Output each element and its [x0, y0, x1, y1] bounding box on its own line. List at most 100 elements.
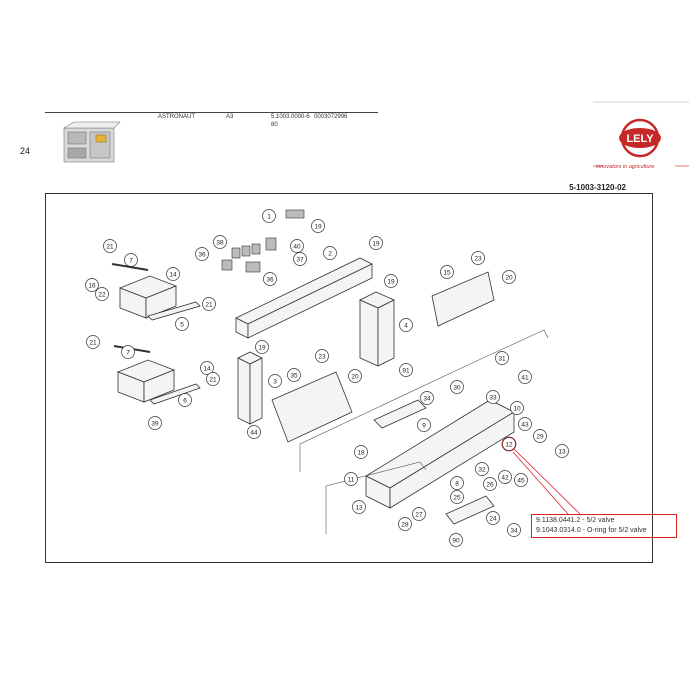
part-balloon-34: 34 — [507, 523, 521, 537]
svg-text:5: 5 — [180, 322, 184, 329]
svg-text:21: 21 — [106, 244, 114, 251]
svg-text:22: 22 — [98, 292, 106, 299]
svg-text:19: 19 — [314, 224, 322, 231]
part-balloon-14: 14 — [166, 267, 180, 281]
svg-text:30: 30 — [453, 385, 461, 392]
part-balloon-8: 8 — [450, 476, 464, 490]
part-balloon-19: 19 — [369, 236, 383, 250]
svg-text:35: 35 — [290, 373, 298, 380]
part-balloon-39: 39 — [148, 416, 162, 430]
machine-thumbnail — [62, 121, 121, 163]
part-balloon-34: 34 — [420, 391, 434, 405]
part-balloon-19: 19 — [255, 340, 269, 354]
svg-text:16: 16 — [88, 283, 96, 290]
part-balloon-23: 23 — [471, 251, 485, 265]
part-balloon-29: 29 — [533, 429, 547, 443]
part-balloon-13: 13 — [555, 444, 569, 458]
part-balloon-21: 21 — [86, 335, 100, 349]
part-balloon-90: 90 — [449, 533, 463, 547]
part-balloon-30: 30 — [450, 380, 464, 394]
svg-text:40: 40 — [293, 244, 301, 251]
svg-text:21: 21 — [89, 340, 97, 347]
part-balloon-91: 91 — [399, 363, 413, 377]
part-balloon-18: 18 — [354, 445, 368, 459]
part-balloon-1: 1 — [262, 209, 276, 223]
header-part-number: 5.1003.0000-6 — [271, 114, 310, 120]
part-balloon-28: 28 — [398, 517, 412, 531]
header-sub: 80 — [271, 122, 278, 128]
drawing-frame — [45, 193, 653, 563]
svg-text:34: 34 — [510, 528, 518, 535]
part-balloon-7: 7 — [124, 253, 138, 267]
svg-text:14: 14 — [169, 272, 177, 279]
part-balloon-40: 40 — [290, 239, 304, 253]
svg-text:13: 13 — [558, 449, 566, 456]
svg-text:39: 39 — [151, 421, 159, 428]
svg-text:19: 19 — [258, 345, 266, 352]
part-balloon-19: 19 — [311, 219, 325, 233]
svg-text:21: 21 — [205, 302, 213, 309]
part-balloon-4: 4 — [399, 318, 413, 332]
part-balloon-44: 44 — [247, 425, 261, 439]
svg-text:25: 25 — [453, 495, 461, 502]
part-balloon-7: 7 — [121, 345, 135, 359]
svg-text:42: 42 — [501, 475, 509, 482]
svg-text:41: 41 — [521, 375, 529, 382]
part-balloon-43: 43 — [518, 417, 532, 431]
part-balloon-38: 38 — [213, 235, 227, 249]
svg-text:20: 20 — [505, 275, 513, 282]
part-balloon-24: 24 — [486, 511, 500, 525]
svg-text:19: 19 — [372, 241, 380, 248]
part-balloon-36: 36 — [263, 272, 277, 286]
svg-text:19: 19 — [387, 279, 395, 286]
part-balloon-16: 16 — [85, 278, 99, 292]
callout-oring-line: 9.1043.0314.0 - O-ring for 5/2 valve — [536, 527, 647, 534]
logo-tagline: innovators in agriculture — [596, 164, 655, 170]
part-balloon-21: 21 — [202, 297, 216, 311]
header-format: A3 — [226, 114, 234, 120]
part-balloon-5: 5 — [175, 317, 189, 331]
part-balloon-20: 20 — [502, 270, 516, 284]
valve-callout-box: 9.1138.0441.2 - 5/2 valve 9.1043.0314.0 … — [531, 514, 677, 538]
part-balloon-2: 2 — [323, 246, 337, 260]
header-rule — [45, 112, 378, 113]
svg-text:36: 36 — [198, 252, 206, 259]
svg-text:24: 24 — [489, 516, 497, 523]
svg-text:14: 14 — [203, 366, 211, 373]
svg-text:20: 20 — [351, 374, 359, 381]
svg-text:3: 3 — [273, 379, 277, 386]
logo-text: LELY — [626, 133, 654, 145]
svg-text:13: 13 — [355, 505, 363, 512]
part-balloon-21: 21 — [103, 239, 117, 253]
document-reference: 5-1003-3120-02 — [569, 183, 626, 192]
svg-text:90: 90 — [452, 538, 460, 545]
part-balloon-23: 23 — [315, 349, 329, 363]
svg-text:23: 23 — [474, 256, 482, 263]
part-balloon-25: 25 — [450, 490, 464, 504]
callout-valve-line: 9.1138.0441.2 - 5/2 valve — [536, 517, 615, 524]
part-balloon-41: 41 — [518, 370, 532, 384]
part-balloon-27: 27 — [412, 507, 426, 521]
svg-text:7: 7 — [126, 350, 130, 357]
svg-text:11: 11 — [348, 477, 355, 484]
svg-text:12: 12 — [505, 442, 513, 449]
svg-text:44: 44 — [250, 430, 258, 437]
header-model: ASTRONAUT — [158, 114, 196, 120]
part-balloon-14: 14 — [200, 361, 214, 375]
svg-text:36: 36 — [266, 277, 274, 284]
part-balloon-12: 12 — [502, 437, 516, 451]
svg-text:33: 33 — [489, 395, 497, 402]
svg-text:45: 45 — [517, 478, 525, 485]
part-balloon-19: 19 — [384, 274, 398, 288]
svg-text:26: 26 — [486, 482, 494, 489]
svg-text:34: 34 — [423, 396, 431, 403]
part-balloon-26: 26 — [483, 477, 497, 491]
svg-text:18: 18 — [357, 450, 365, 457]
part-balloon-33: 33 — [486, 390, 500, 404]
part-balloon-9: 9 — [417, 418, 431, 432]
svg-text:7: 7 — [129, 258, 133, 265]
svg-text:2: 2 — [328, 251, 332, 258]
part-balloon-3: 3 — [268, 374, 282, 388]
svg-text:4: 4 — [404, 323, 408, 330]
svg-text:23: 23 — [318, 354, 326, 361]
